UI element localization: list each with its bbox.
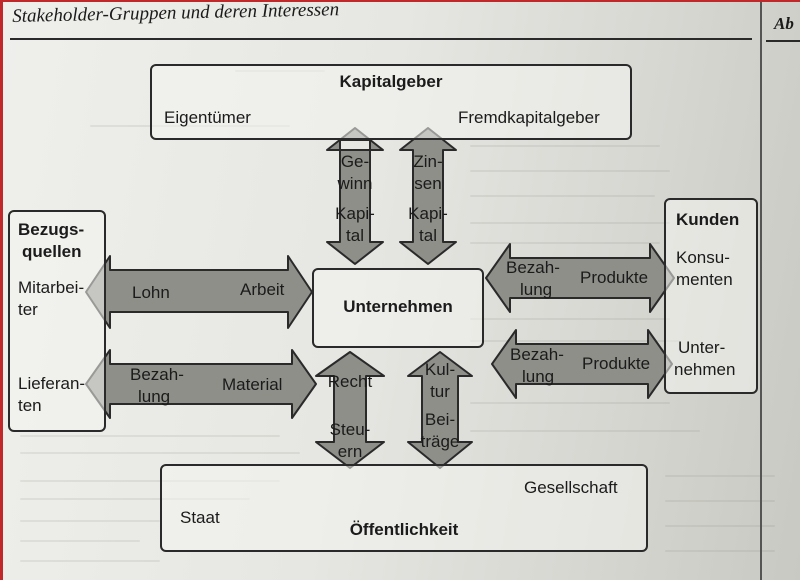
label-steuern-1: Steu- xyxy=(329,420,371,439)
label-beitraege-1: Bei- xyxy=(424,410,456,429)
label-steuern-2: ern xyxy=(337,442,363,461)
kunden-unternehmen-line1: Unter- xyxy=(678,338,726,357)
bezugsquellen-mitarbeiter-line1: Mitarbei- xyxy=(18,278,85,297)
label-gewinn-1: Ge- xyxy=(340,152,370,171)
label-bezahlung-right-bottom-1: Bezah- xyxy=(510,345,564,364)
bezugsquellen-lieferanten-line1: Lieferan- xyxy=(18,374,86,393)
oeffentlichkeit-gesellschaft: Gesellschaft xyxy=(524,478,618,497)
next-page-heading-fragment: Ab xyxy=(774,14,794,33)
kapitalgeber-box xyxy=(150,64,632,140)
arrow-right-top xyxy=(485,243,675,313)
label-material: Material xyxy=(222,375,283,394)
next-page-rule xyxy=(766,40,800,42)
arrow-kultur-beitraege xyxy=(407,351,473,469)
label-kapital2-2: tal xyxy=(419,226,437,245)
arrow-gewinn-kapital xyxy=(326,127,384,265)
label-bezahlung-right-top-1: Bezah- xyxy=(506,258,560,277)
label-bezahlung-right-bottom-2: lung xyxy=(522,367,555,386)
kunden-box xyxy=(664,198,758,394)
label-kapital-2: tal xyxy=(346,226,364,245)
arrow-lohn-arbeit xyxy=(85,255,313,329)
arrow-right-bottom xyxy=(491,329,673,399)
header-rule xyxy=(10,38,752,40)
label-zinsen-2: sen xyxy=(414,174,442,193)
label-kultur-2: tur xyxy=(430,382,450,401)
oeffentlichkeit-title: Öffentlichkeit xyxy=(349,520,459,539)
unternehmen-title: Unternehmen xyxy=(343,297,453,316)
kapitalgeber-title: Kapitalgeber xyxy=(339,72,443,91)
kunden-konsumenten-line2: menten xyxy=(676,270,733,289)
label-beitraege-2: träge xyxy=(420,432,460,451)
label-bezahlung-left-2: lung xyxy=(138,387,171,406)
bezugsquellen-title-line1: Bezugs- xyxy=(18,220,85,239)
kunden-unternehmen-line2: nehmen xyxy=(674,360,736,379)
kunden-konsumenten-line1: Konsu- xyxy=(676,248,730,267)
label-arbeit: Arbeit xyxy=(240,280,285,299)
label-bezahlung-right-top-2: lung xyxy=(520,280,553,299)
bezugsquellen-lieferanten-line2: ten xyxy=(18,396,42,415)
kunden-title: Kunden xyxy=(676,210,740,229)
oeffentlichkeit-box xyxy=(160,464,648,552)
label-produkte-top: Produkte xyxy=(580,268,649,287)
unternehmen-box xyxy=(312,268,484,348)
page-gutter-line xyxy=(760,0,762,580)
arrow-bezahlung-material xyxy=(85,349,317,419)
kapitalgeber-eigentuemer: Eigentümer xyxy=(164,108,251,127)
label-recht: Recht xyxy=(327,372,373,391)
bezugsquellen-box xyxy=(8,210,106,432)
kapitalgeber-fremdkapitalgeber: Fremdkapitalgeber xyxy=(458,108,600,127)
label-zinsen-1: Zin- xyxy=(413,152,443,171)
arrow-recht-steuern xyxy=(315,351,385,469)
bezugsquellen-title-line2: quellen xyxy=(22,242,82,261)
label-gewinn-2: winn xyxy=(337,174,373,193)
label-bezahlung-left-1: Bezah- xyxy=(130,365,184,384)
label-kapital-1: Kapi- xyxy=(335,204,375,223)
label-produkte-bottom: Produkte xyxy=(582,354,651,373)
label-kultur-1: Kul- xyxy=(424,360,456,379)
oeffentlichkeit-staat: Staat xyxy=(180,508,220,527)
label-lohn: Lohn xyxy=(132,283,170,302)
bezugsquellen-mitarbeiter-line2: ter xyxy=(18,300,38,319)
label-kapital2-1: Kapi- xyxy=(408,204,448,223)
